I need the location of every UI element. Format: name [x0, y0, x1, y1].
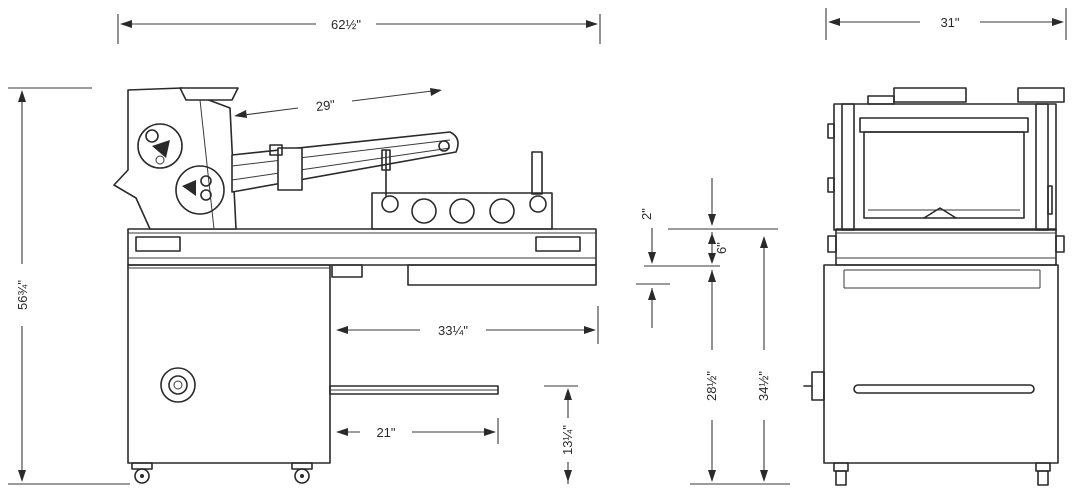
dim-conveyor-length: 29": [234, 88, 442, 118]
side-view-rear-rollers: [371, 151, 553, 230]
dim-offset-arrows: [636, 228, 670, 328]
height-dimensions: 2" 6" 28½": [636, 178, 790, 485]
overall-length-label: 62½": [331, 17, 361, 32]
dim-top-offset: 2": [639, 178, 778, 230]
conveyor-length-label: 29": [315, 97, 336, 114]
front-casters: [833, 462, 1051, 486]
side-view-shelves: [329, 385, 499, 395]
front-view-cabinet: [803, 264, 1059, 486]
side-view-roller-head: [113, 87, 239, 230]
table-thickness-label: 6": [714, 242, 729, 254]
side-view-conveyor: [231, 131, 459, 197]
dim-table-height: 28½": [704, 270, 719, 482]
overall-width-label: 31": [940, 15, 959, 30]
front-view-head: [827, 87, 1065, 231]
dim-lower-shelf-height: 13¼": [544, 385, 578, 484]
dim-overall-length: 62½": [117, 14, 601, 44]
dim-lower-shelf: 21": [336, 418, 499, 444]
front-view: 31": [803, 8, 1067, 486]
side-view-cabinet: [127, 264, 331, 484]
top-offset-label: 2": [639, 208, 654, 220]
table-height-label: 28½": [704, 371, 719, 401]
lower-shelf-height-label: 13¼": [560, 425, 575, 455]
dim-overall-height: 56¾": [8, 87, 130, 485]
front-view-table-top: [827, 228, 1065, 266]
dim-overall-width: 31": [825, 8, 1067, 40]
side-view-table-top: [127, 228, 597, 286]
lower-shelf-label: 21": [376, 425, 395, 440]
side-view: 62½" 29" 56¾" 33¼": [8, 14, 601, 485]
control-knob: [160, 367, 196, 403]
upper-shelf-label: 33¼": [438, 323, 468, 338]
side-casters: [131, 462, 313, 484]
top-height-label: 34½": [756, 371, 771, 401]
dim-table-thickness: 6": [644, 232, 729, 267]
dim-top-height: 34½": [690, 236, 790, 485]
overall-height-label: 56¾": [15, 280, 30, 310]
dim-upper-shelf: 33¼": [336, 306, 599, 344]
